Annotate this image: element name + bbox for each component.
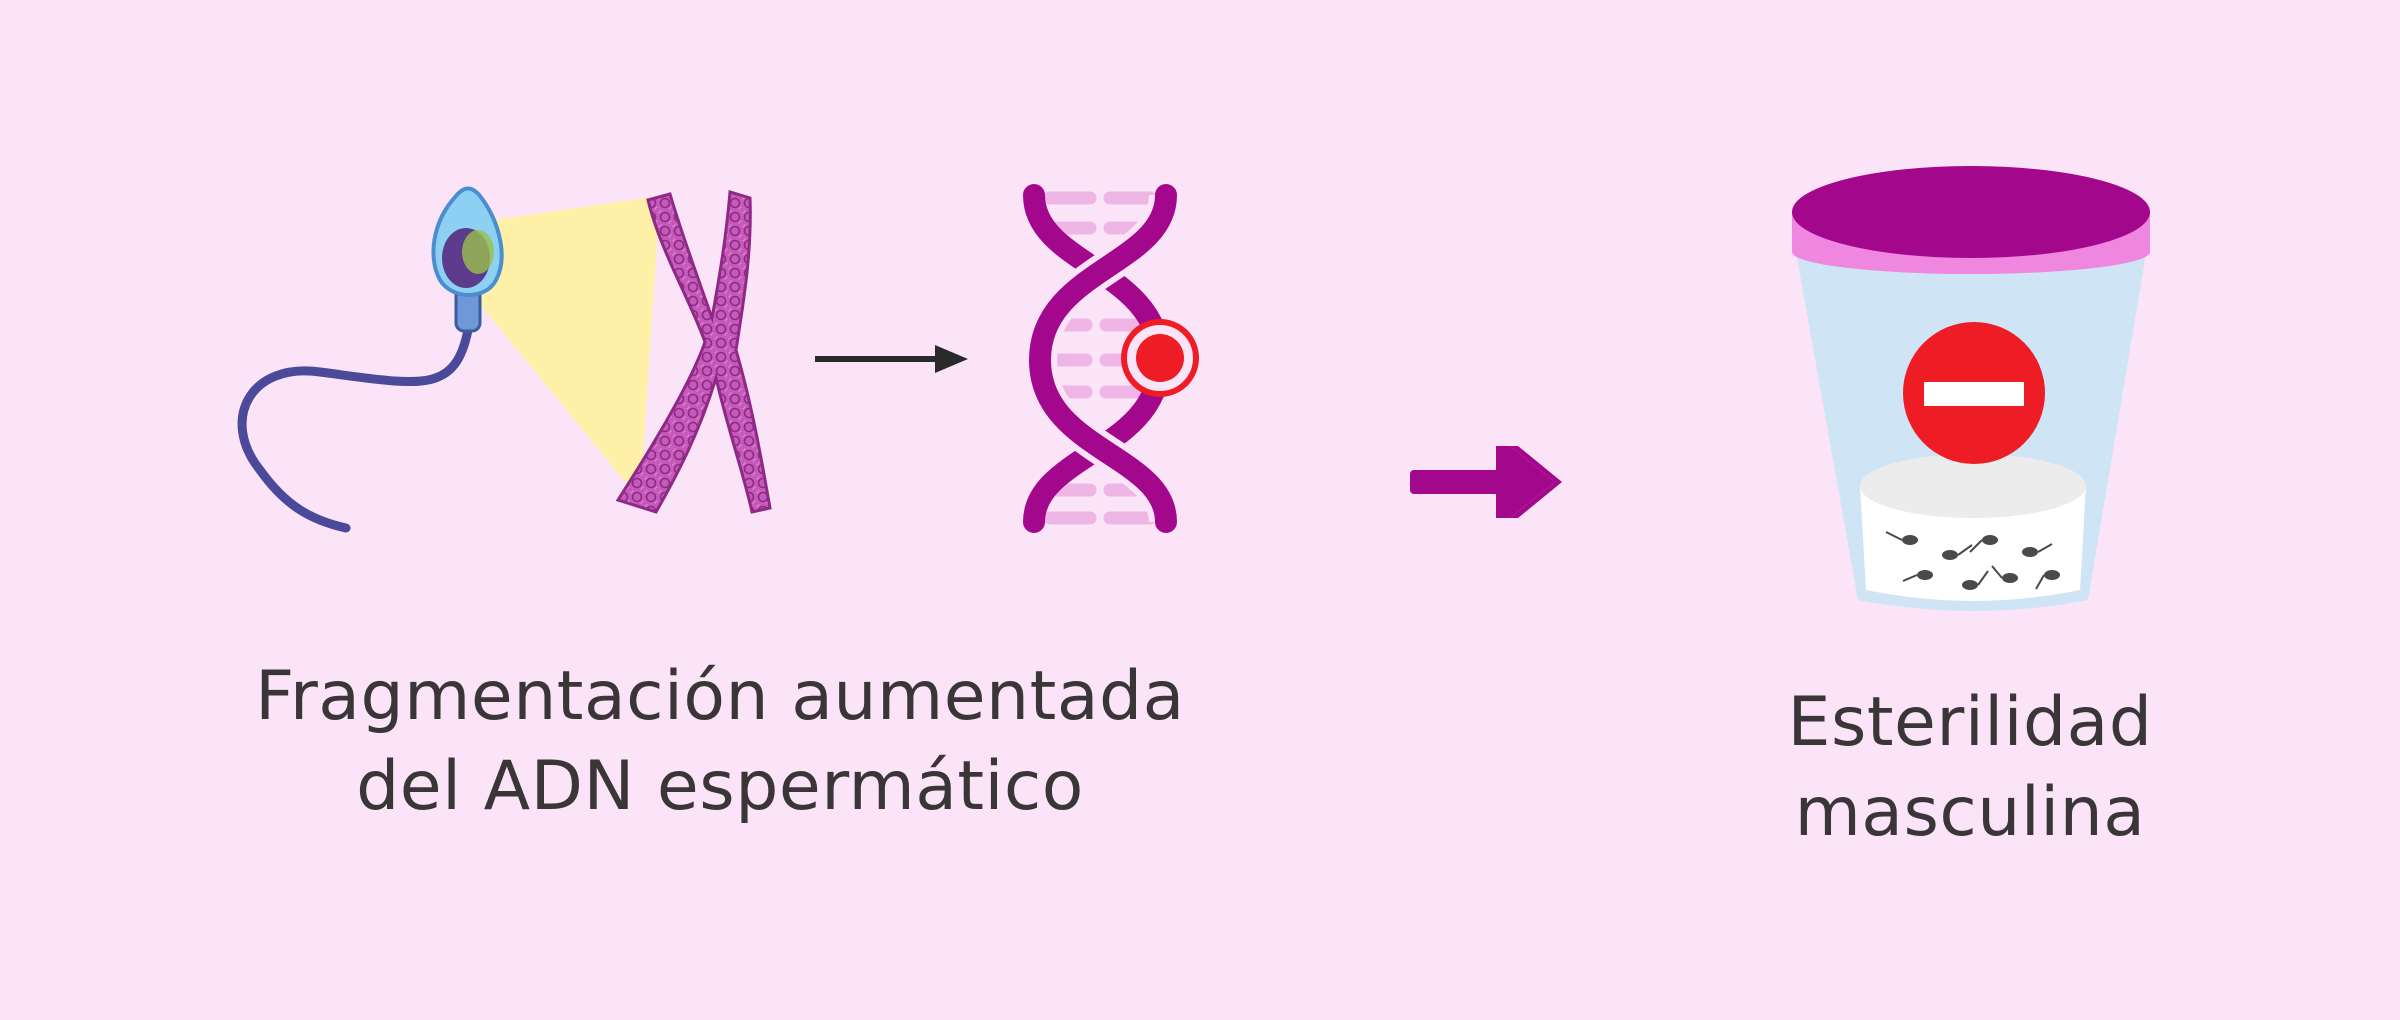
- right-caption-line2: masculina: [1794, 773, 2146, 852]
- arrow-right-bold-icon: [1410, 446, 1562, 518]
- left-caption-line1: Fragmentación aumentada: [255, 657, 1185, 736]
- sperm-cells: [1885, 531, 2060, 590]
- no-entry-icon: [1903, 322, 2045, 464]
- highlight-beam: [470, 196, 660, 500]
- left-caption: Fragmentación aumentada del ADN espermát…: [220, 652, 1220, 832]
- dna-damage-marker-icon: [1121, 319, 1199, 397]
- left-caption-line2: del ADN espermático: [356, 747, 1084, 826]
- right-caption-line1: Esterilidad: [1787, 683, 2153, 762]
- chromosome-icon: [615, 190, 772, 514]
- sperm-icon: [237, 186, 504, 533]
- arrow-right-icon: [815, 345, 968, 373]
- right-caption: Esterilidad masculina: [1670, 678, 2270, 858]
